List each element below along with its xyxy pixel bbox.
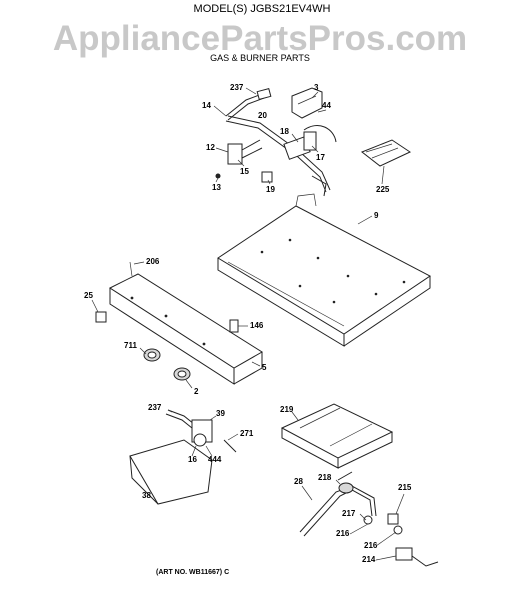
callout-225: 225 (376, 185, 390, 194)
callout-218: 218 (318, 473, 332, 482)
model-heading: MODEL(S) JGBS21EV4WH (194, 3, 331, 15)
callout-17: 17 (316, 153, 325, 162)
watermark: AppliancePartsPros.com (53, 19, 467, 58)
callout-25: 25 (84, 291, 93, 300)
callout-216-a: 216 (336, 529, 350, 538)
callout-28: 28 (294, 477, 303, 486)
callout-206: 206 (146, 257, 160, 266)
callout-146: 146 (250, 321, 264, 330)
callout-44: 44 (322, 101, 331, 110)
callout-271: 271 (240, 429, 254, 438)
callout-444: 444 (208, 455, 222, 464)
leader-lines (91, 87, 405, 561)
callout-12: 12 (206, 143, 215, 152)
control-panel (95, 261, 263, 385)
section-title: GAS & BURNER PARTS (210, 53, 310, 63)
callout-237-lower: 237 (148, 403, 162, 412)
callout-219: 219 (280, 405, 294, 414)
manifold-assembly (215, 87, 412, 197)
callout-labels: 237 3 14 20 44 18 12 17 15 13 19 225 9 2… (84, 83, 412, 564)
valve-assembly (129, 409, 237, 505)
burner-assembly (280, 403, 439, 567)
callout-216-b: 216 (364, 541, 378, 550)
callout-215: 215 (398, 483, 412, 492)
callout-237: 237 (230, 83, 244, 92)
callout-214: 214 (362, 555, 376, 564)
callout-16: 16 (188, 455, 197, 464)
callout-5: 5 (262, 363, 267, 372)
callout-217: 217 (342, 509, 356, 518)
callout-3: 3 (314, 83, 319, 92)
callout-13: 13 (212, 183, 221, 192)
callout-14: 14 (202, 101, 211, 110)
callout-15: 15 (240, 167, 249, 176)
callout-38: 38 (142, 491, 151, 500)
callout-19: 19 (266, 185, 275, 194)
callout-39: 39 (216, 409, 225, 418)
callout-2: 2 (194, 387, 199, 396)
callout-20: 20 (258, 111, 267, 120)
callout-711: 711 (124, 341, 137, 350)
burner-box (217, 193, 431, 347)
callout-9: 9 (374, 211, 379, 220)
callout-18: 18 (280, 127, 289, 136)
art-number: (ART NO. WB11667) C (156, 569, 229, 576)
